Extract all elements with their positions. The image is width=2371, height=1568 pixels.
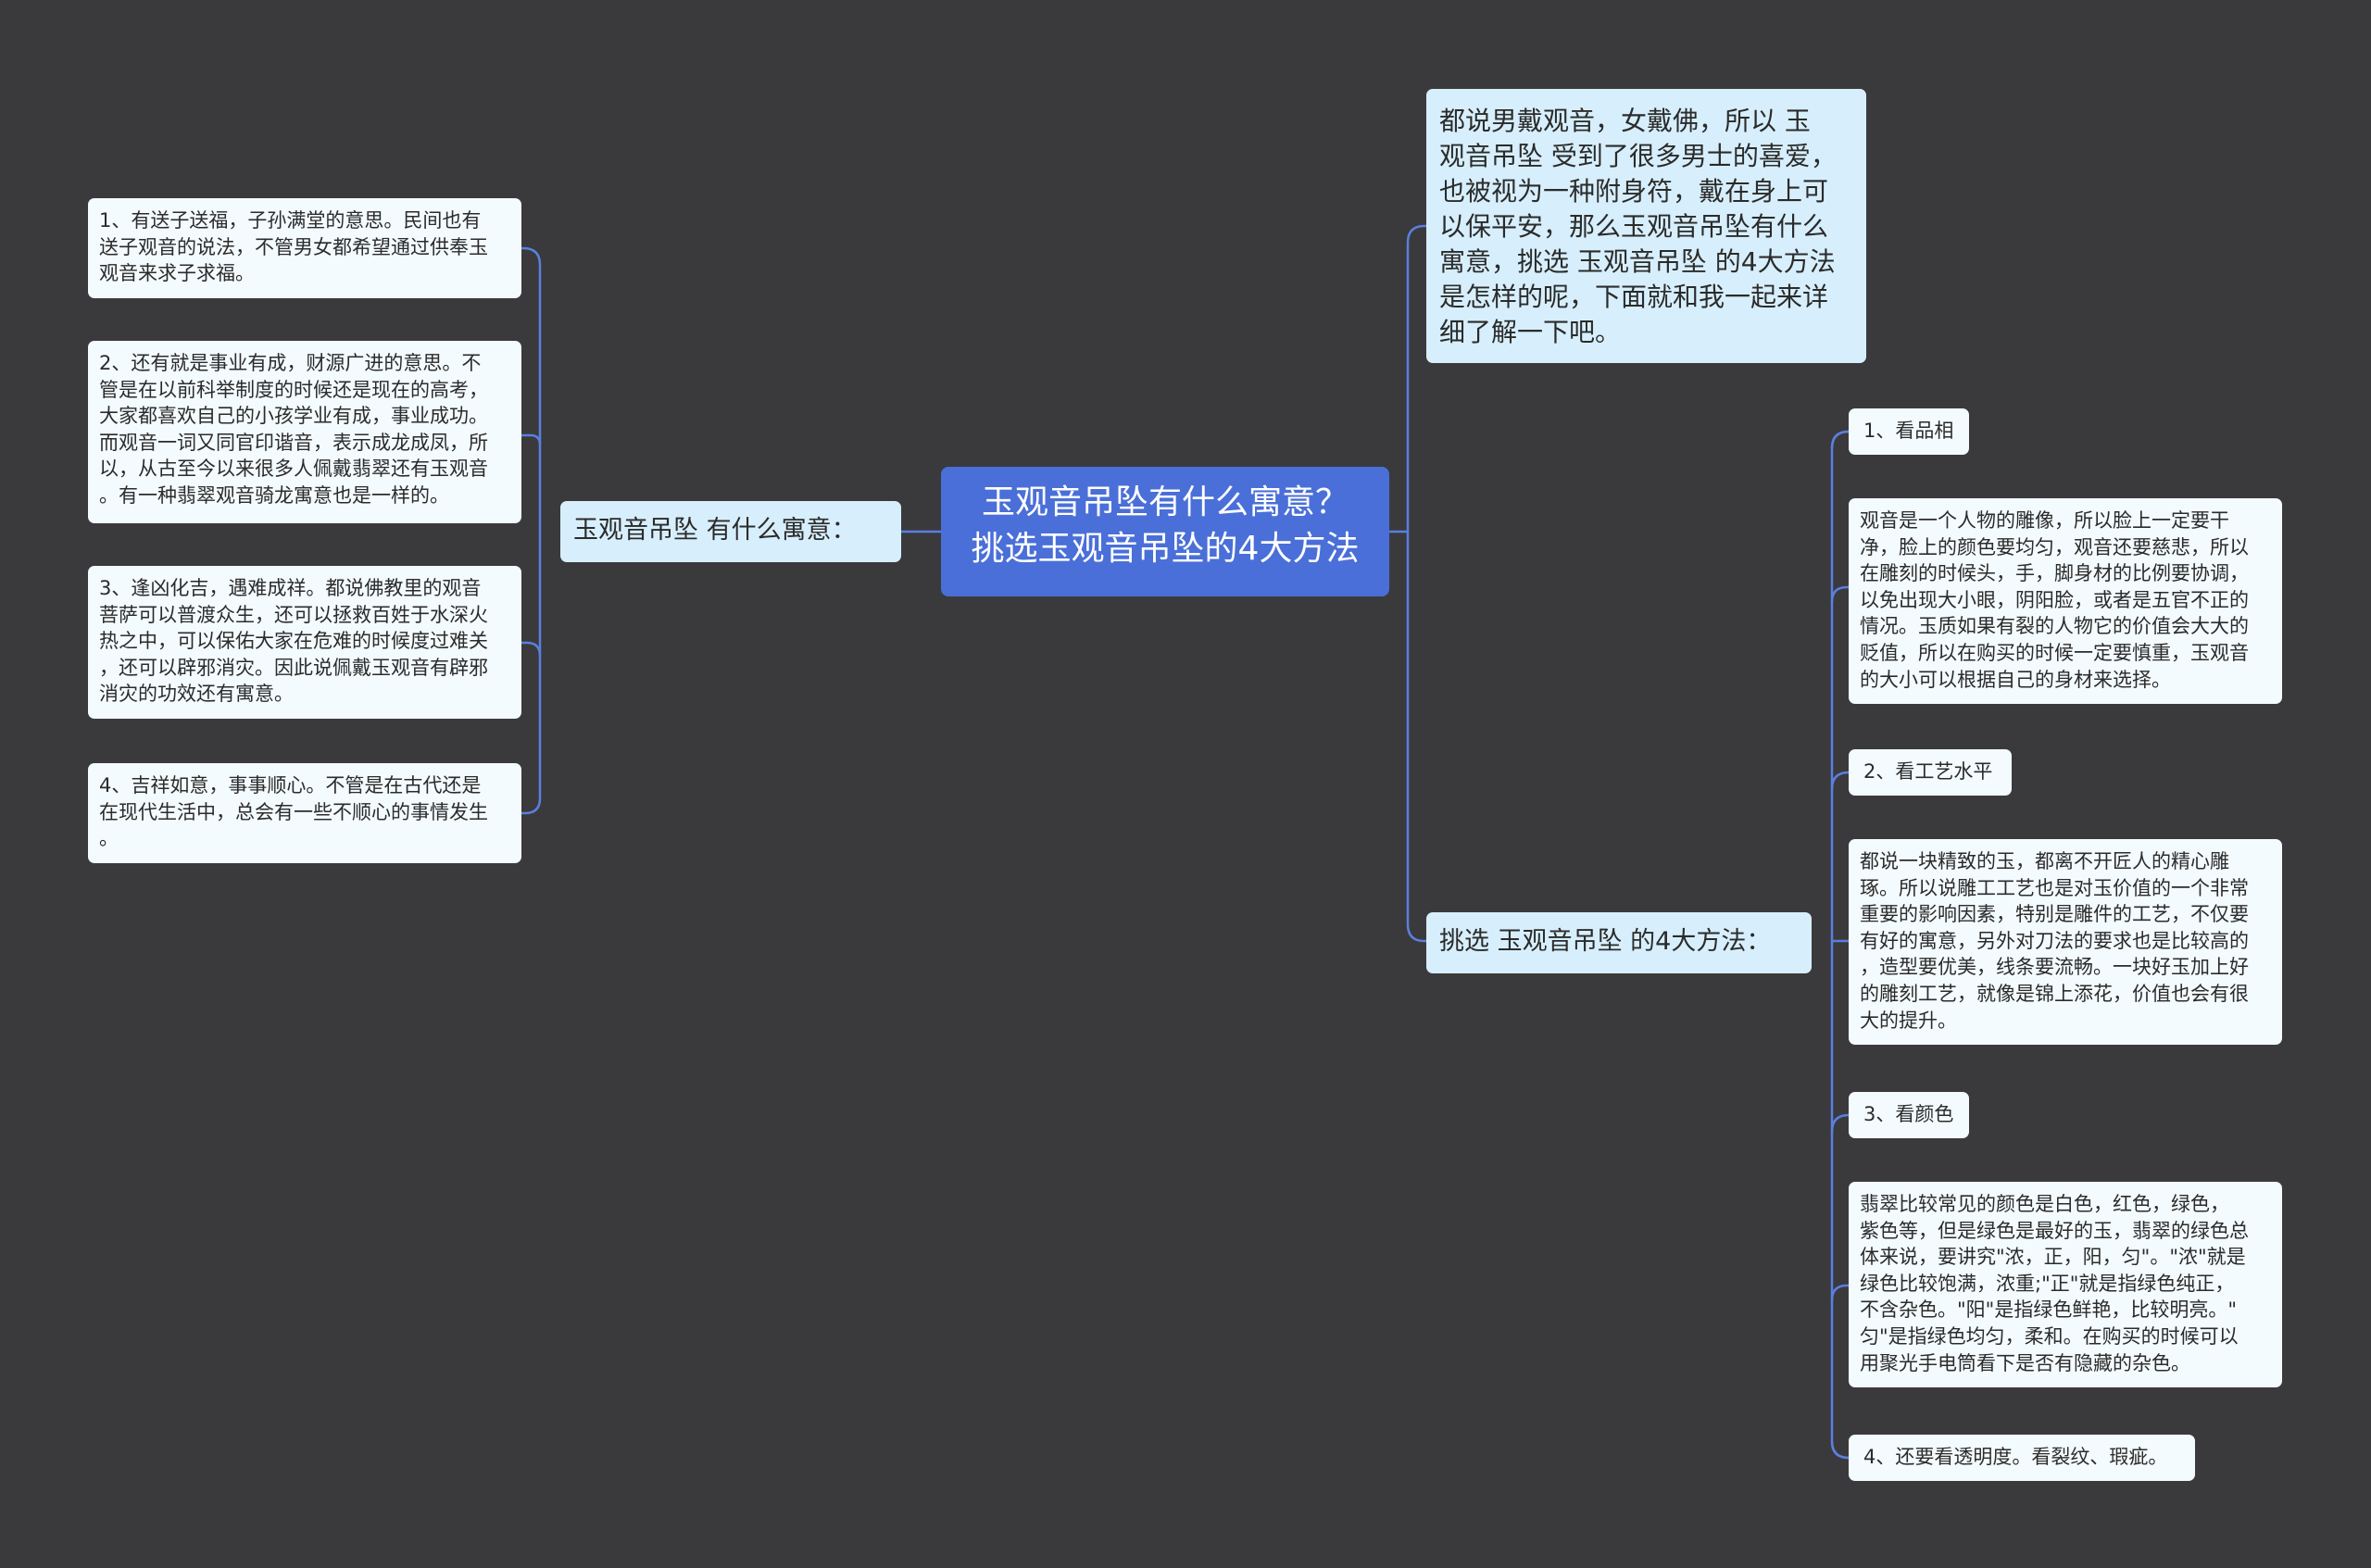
intro-summary[interactable]: 都说男戴观音，女戴佛，所以 玉 观音吊坠 受到了很多男士的喜爱， 也被视为一种附… xyxy=(1426,89,1866,363)
connector-right-label-2 xyxy=(1830,771,1850,790)
connector-left-leaf-1 xyxy=(521,246,542,266)
connector-right-label-3 xyxy=(1830,1113,1850,1133)
method-detail-3[interactable]: 翡翠比较常见的颜色是白色，红色，绿色， 紫色等，但是绿色是最好的玉，翡翠的绿色总… xyxy=(1849,1182,2282,1387)
connector-right-label-4 xyxy=(1830,1440,1850,1460)
connector-right-sub-spine xyxy=(1830,430,1850,1460)
connector-right-detail-1 xyxy=(1830,585,1849,603)
method-detail-2[interactable]: 都说一块精致的玉，都离不开匠人的精心雕 琢。所以说雕工工艺也是对玉价值的一个非常… xyxy=(1849,839,2282,1045)
leaf-meaning-1[interactable]: 1、有送子送福，子孙满堂的意思。民间也有 送子观音的说法，不管男女都希望通过供奉… xyxy=(88,198,521,298)
branch-methods[interactable]: 挑选 玉观音吊坠 的4大方法： xyxy=(1426,912,1812,973)
connector-right-label-1 xyxy=(1830,430,1850,449)
method-detail-1[interactable]: 观音是一个人物的雕像，所以脸上一定要干 净，脸上的颜色要均匀，观音还要慈悲，所以… xyxy=(1849,498,2282,704)
method-label-4[interactable]: 4、还要看透明度。看裂纹、瑕疵。 xyxy=(1849,1435,2195,1481)
leaf-meaning-3[interactable]: 3、逢凶化吉，遇难成祥。都说佛教里的观音 菩萨可以普渡众生，还可以拯救百姓于水深… xyxy=(88,566,521,719)
central-topic[interactable]: 玉观音吊坠有什么寓意？ 挑选玉观音吊坠的4大方法 xyxy=(941,467,1389,596)
method-label-2[interactable]: 2、看工艺水平 xyxy=(1849,749,2012,796)
leaf-meaning-4[interactable]: 4、吉祥如意，事事顺心。不管是在古代还是 在现代生活中，总会有一些不顺心的事情发… xyxy=(88,763,521,863)
connector-right-detail-3 xyxy=(1830,1284,1849,1301)
branch-meaning[interactable]: 玉观音吊坠 有什么寓意： xyxy=(560,501,901,562)
connector-left-leaf-3 xyxy=(521,641,542,657)
method-label-1[interactable]: 1、看品相 xyxy=(1849,408,1969,455)
method-label-3[interactable]: 3、看颜色 xyxy=(1849,1092,1969,1138)
connector-right-detail-2 xyxy=(1830,939,1849,944)
connector-left-leaf-2 xyxy=(521,433,542,445)
connector-left-leaf-4 xyxy=(521,797,542,815)
connector-right-spine xyxy=(1406,224,1426,943)
leaf-meaning-2[interactable]: 2、还有就是事业有成，财源广进的意思。不 管是在以前科举制度的时候还是现在的高考… xyxy=(88,341,521,523)
